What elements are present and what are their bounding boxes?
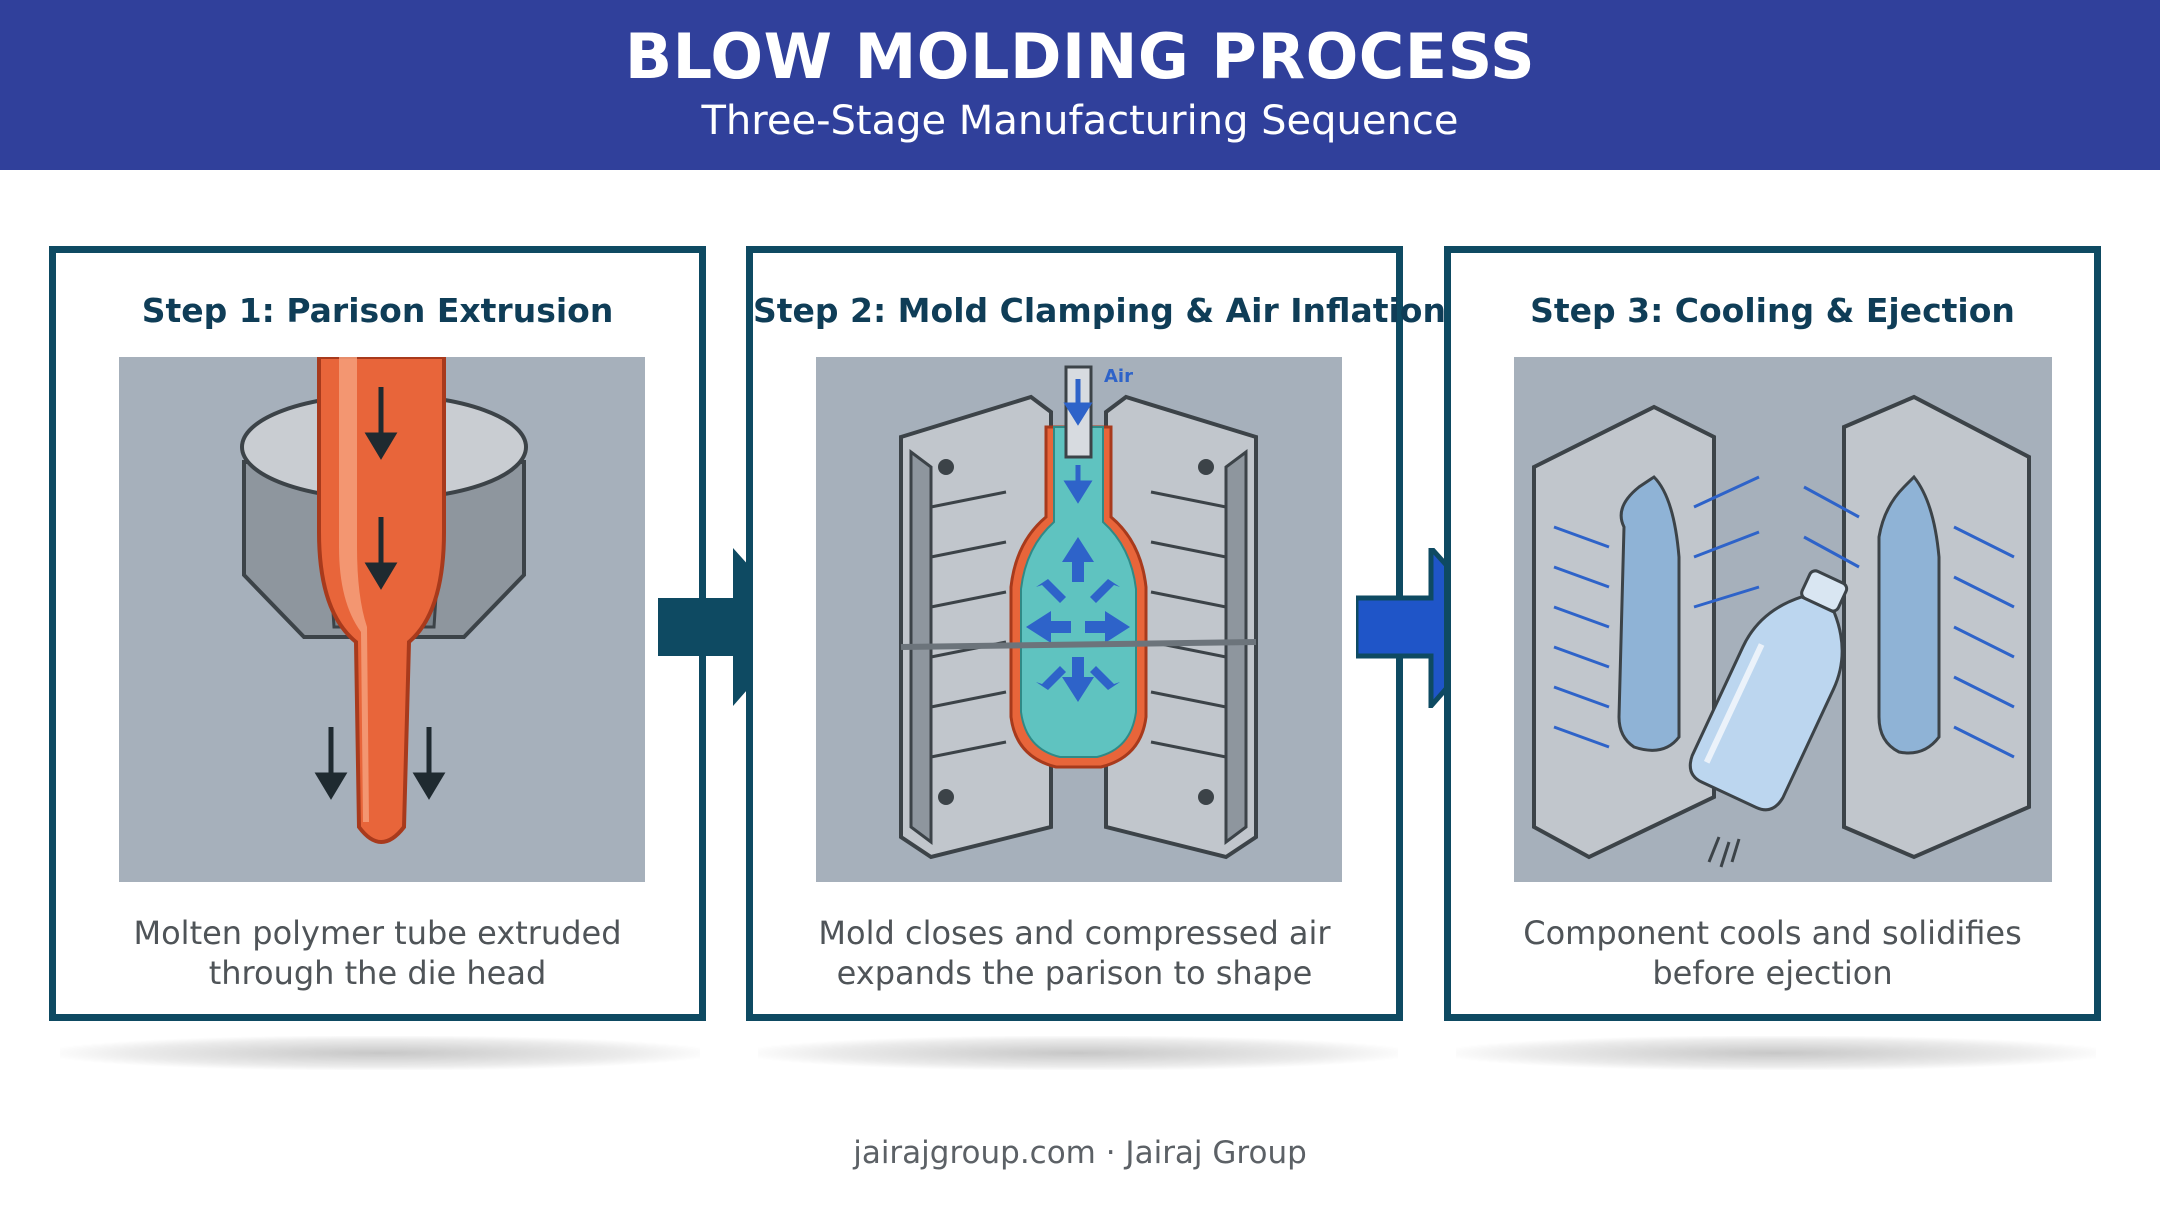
parison-extrusion-illustration xyxy=(119,357,645,882)
step-panel-3: Step 3: Cooling & Ejection xyxy=(1444,246,2101,1021)
step-title: Step 3: Cooling & Ejection xyxy=(1530,291,2015,330)
step-title: Step 2: Mold Clamping & Air Inflation xyxy=(753,291,1446,330)
step-caption: Component cools and solidifies before ej… xyxy=(1523,914,2022,992)
page-title: BLOW MOLDING PROCESS xyxy=(624,20,1536,93)
cooling-ejection-illustration xyxy=(1514,357,2052,882)
header-banner: BLOW MOLDING PROCESS Three-Stage Manufac… xyxy=(0,0,2160,170)
panel-shadow xyxy=(1456,1036,2096,1070)
panel-shadow xyxy=(60,1036,700,1070)
step-panel-2: Step 2: Mold Clamping & Air Inflation xyxy=(746,246,1446,1021)
step-title: Step 1: Parison Extrusion xyxy=(141,291,614,330)
panel-shadow xyxy=(758,1036,1398,1070)
step-caption: Molten polymer tube extruded through the… xyxy=(133,914,622,992)
air-label: Air xyxy=(1104,366,1133,387)
page-subtitle: Three-Stage Manufacturing Sequence xyxy=(701,98,1459,144)
step-caption: Mold closes and compressed air expands t… xyxy=(818,914,1331,992)
footer-credit: jairajgroup.com · Jairaj Group xyxy=(853,1135,1307,1171)
step-panel-1: Step 1: Parison Extrusion Molten polymer… xyxy=(49,246,706,1021)
mold-inflation-illustration: Air xyxy=(816,357,1342,882)
